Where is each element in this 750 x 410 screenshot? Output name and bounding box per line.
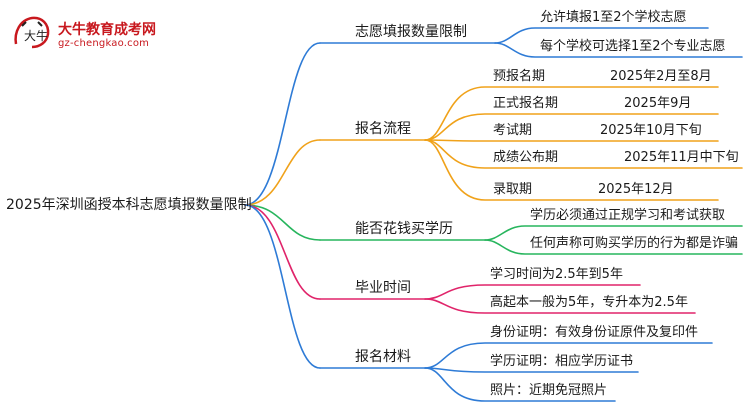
svg-text:大牛: 大牛 <box>24 28 48 43</box>
leaf-materials-education: 学历证明：相应学历证书 <box>490 354 634 369</box>
connector-b2-leaf-1 <box>424 86 719 141</box>
leaf-process-value: 2025年2月至8月 <box>610 69 712 84</box>
connector-b1-leaf-1 <box>494 27 709 44</box>
leaf-process-value: 2025年11月中下旬 <box>624 150 739 165</box>
connector-root-branch-4 <box>244 204 321 300</box>
site-url: gz-chengkao.com <box>58 38 150 49</box>
leaf-materials-photo: 照片：近期免冠照片 <box>490 383 608 398</box>
leaf-graduation-levels: 高起本一般为5年，专升本为2.5年 <box>490 295 688 310</box>
leaf-degree-fraud: 任何声称可购买学历的行为都是诈骗 <box>530 236 739 251</box>
connector-b1-leaf-2 <box>494 42 743 58</box>
leaf-degree-legit: 学历必须通过正规学习和考试获取 <box>530 208 726 223</box>
site-name: 大牛教育成考网 <box>58 22 156 38</box>
bull-logo-icon: 大牛 <box>14 16 50 49</box>
leaf-graduation-duration: 学习时间为2.5年到5年 <box>490 267 623 282</box>
leaf-process-name: 预报名期 <box>493 69 546 84</box>
branch-label-quota: 志愿填报数量限制 <box>355 24 467 40</box>
leaf-quota-majors: 每个学校可选择1至2个专业志愿 <box>540 39 726 54</box>
connector-b3-leaf-1 <box>484 225 743 241</box>
branch-label-buy-degree: 能否花钱买学历 <box>355 221 453 237</box>
connector-b5-leaf-1 <box>424 342 713 369</box>
leaf-process-name: 成绩公布期 <box>493 150 559 165</box>
connector-root-branch-3 <box>244 204 321 241</box>
leaf-process-name: 录取期 <box>493 182 533 197</box>
connector-root-branch-2 <box>244 139 321 206</box>
branch-label-materials: 报名材料 <box>355 349 411 365</box>
leaf-process-name: 正式报名期 <box>493 96 559 111</box>
connector-b5-leaf-3 <box>424 367 616 402</box>
connector-b2-leaf-4 <box>424 139 743 169</box>
site-logo[interactable]: 大牛 大牛教育成考网 gz-chengkao.com <box>12 14 182 54</box>
connector-b4-leaf-2 <box>424 298 696 314</box>
leaf-materials-id: 身份证明：有效身份证原件及复印件 <box>490 325 699 340</box>
leaf-process-name: 考试期 <box>493 123 533 138</box>
leaf-process-value: 2025年12月 <box>598 182 674 197</box>
connector-root-branch-5 <box>244 204 321 369</box>
connector-b3-leaf-2 <box>484 239 743 255</box>
connector-b2-leaf-3 <box>424 139 719 142</box>
leaf-quota-schools: 允许填报1至2个学校志愿 <box>540 10 687 25</box>
connector-b4-leaf-1 <box>424 284 641 300</box>
branch-label-graduation: 毕业时间 <box>355 280 411 296</box>
branch-label-process: 报名流程 <box>355 121 411 137</box>
leaf-process-value: 2025年9月 <box>624 96 692 111</box>
root-node: 2025年深圳函授本科志愿填报数量限制 <box>6 197 252 213</box>
connector-b2-leaf-2 <box>424 113 719 141</box>
leaf-process-value: 2025年10月下旬 <box>600 123 702 138</box>
connector-b2-leaf-5 <box>424 139 719 201</box>
connector-root-branch-1 <box>244 42 321 206</box>
